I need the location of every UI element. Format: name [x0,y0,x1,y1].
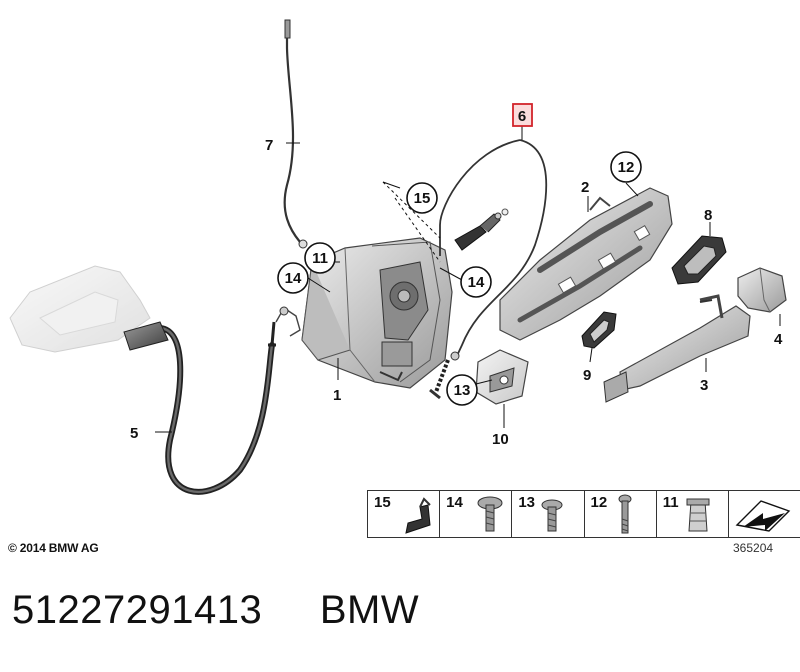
callout-2: 2 [581,179,589,196]
part-number: 51227291413 [12,588,263,632]
legend-label-14: 14 [446,494,463,511]
callout-6-highlight-box [512,103,533,127]
direction-arrow-icon [735,500,791,532]
legend-cell-11: 11 [657,491,729,537]
diagram-number: 365204 [733,541,774,555]
leader-12 [625,182,639,197]
callout-15: 15 [414,190,431,207]
callout-4: 4 [774,331,783,348]
callout-15-circle [406,182,438,214]
callout-7: 7 [265,137,273,154]
part-2-handle-carrier [499,187,673,341]
cable-connector [454,208,509,251]
part-1-door-lock [301,237,453,389]
legend-cell-14: 14 [440,491,513,537]
legend-label-11: 11 [662,494,679,511]
part-4-cover-cap [737,267,787,313]
part-7-cable [283,19,308,249]
brand-name: BMW [319,588,420,632]
part-9-gasket [581,311,617,349]
legend-cell-12: 12 [585,491,657,537]
part-number-line: 51227291413 BMW [12,588,419,633]
expansion-nut-icon [686,498,710,532]
part-10-bracket [475,349,529,405]
screw-small-icon [541,499,563,532]
legend-cell-15: 15 [368,491,441,537]
callout-1: 1 [333,387,341,404]
callout-14a: 14 [285,270,302,287]
callout-9: 9 [583,367,591,384]
callout-13: 13 [454,382,471,399]
legend-cell-13: 13 [512,491,585,537]
leader-9 [589,347,593,363]
legend-cell-arrow [729,491,800,537]
screw-large-icon [477,496,503,532]
legend-label-13: 13 [518,494,536,511]
callout-12-circle [610,151,642,183]
leader-14a [307,277,331,293]
part-3-door-handle [603,294,751,403]
callout-11: 11 [312,250,328,267]
callout-3: 3 [700,377,708,394]
clip-icon [405,497,431,534]
callout-14b: 14 [468,274,485,291]
legend-label-15: 15 [374,494,391,511]
callout-10: 10 [492,431,509,448]
callout-13-circle [446,374,478,406]
leader-13 [475,379,493,385]
leader-15-b [382,181,401,189]
callout-12: 12 [618,159,635,176]
leader-15-a [382,181,441,239]
part-5-bowden-cable [123,306,301,495]
exploded-parts-diagram: 7 11 14 15 14 1 5 6 2 12 8 4 9 3 13 10 [9,19,787,495]
callout-14b-circle [460,266,492,298]
legend-label-12: 12 [590,494,608,511]
callout-6: 6 [518,108,526,125]
interior-handle-ghost [9,265,151,353]
leader-14b [439,267,463,281]
bolt-icon [618,494,632,534]
leader-15-c [394,197,441,263]
copyright-notice: © 2014 BMW AG [8,541,99,555]
callout-5: 5 [130,425,138,442]
callout-14a-circle [277,262,309,294]
callout-8: 8 [704,207,712,224]
fastener-legend: 15 14 13 12 11 [367,490,800,538]
callout-11-circle [304,242,336,274]
part-6-cable [429,139,548,400]
part-8-gasket [671,235,727,285]
